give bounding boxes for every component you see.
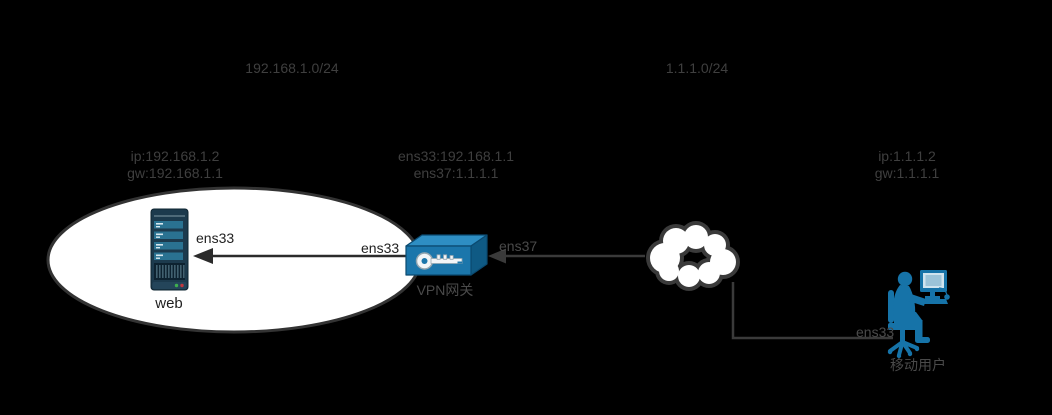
mobile-user-addressing: ip:1.1.1.2 gw:1.1.1.1 [847, 148, 967, 182]
mobile-user-interface-label: ens33 [856, 324, 895, 340]
link-cloud-to-vpn [488, 248, 645, 264]
cloud-icon [646, 221, 740, 291]
vpn-ens37-address: ens37:1.1.1.1 [413, 165, 499, 181]
subnet-label-left: 192.168.1.0/24 [245, 60, 339, 76]
web-server-name: web [155, 295, 183, 312]
vpn-ens33-address: ens33:192.168.1.1 [398, 148, 514, 164]
led-red [180, 283, 184, 288]
mobile-user-ip: ip:1.1.1.2 [878, 148, 936, 164]
link-cloud-to-user [731, 282, 893, 340]
web-server-addressing: ip:192.168.1.2 gw:192.168.1.1 [115, 148, 235, 182]
vpn-key-box-icon [405, 234, 488, 276]
arrowhead-left [193, 248, 213, 264]
vpn-gateway-addressing: ens33:192.168.1.1 ens37:1.1.1.1 [396, 148, 516, 182]
server-tower-icon [150, 208, 189, 291]
arrowhead-left [488, 248, 506, 264]
led-green [174, 283, 179, 288]
mobile-user-name: 移动用户 [890, 357, 946, 373]
mobile-user-gw: gw:1.1.1.1 [874, 165, 940, 181]
link-vpn-to-web [193, 248, 406, 264]
subnet-label-right: 1.1.1.0/24 [665, 60, 729, 76]
vpn-lan-interface-label: ens33 [361, 240, 400, 256]
vpn-gateway-name: VPN网关 [416, 282, 474, 298]
vpn-wan-interface-label: ens37 [499, 238, 538, 254]
web-server-gw: gw:192.168.1.1 [127, 165, 223, 181]
web-server-ip: ip:192.168.1.2 [130, 148, 220, 164]
key-icon [415, 252, 463, 270]
lan-ellipse [46, 186, 422, 334]
person-at-computer-icon [887, 270, 950, 359]
web-interface-label: ens33 [196, 230, 235, 246]
